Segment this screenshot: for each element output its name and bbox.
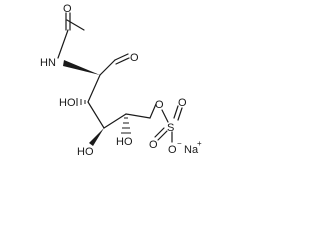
wedge-c2-n (63, 60, 100, 75)
label-acetyl-nh: HN (40, 57, 56, 69)
label-c4-oh: HO (77, 146, 94, 158)
label-counter-ion-charge: + (197, 139, 202, 148)
label-aldehyde-o: O (130, 52, 139, 64)
bond-c6-o-ester (149, 103, 157, 119)
hash-c5-oh (121, 117, 131, 134)
label-sulfonyl-o-bottom: O (149, 139, 158, 151)
bond-c2-c3 (87, 74, 101, 103)
bond-o-s (161, 109, 169, 123)
bond-c5-c6 (125, 113, 151, 119)
wedge-c4-oh (89, 128, 104, 146)
bond-s-o-top-1 (173, 105, 179, 119)
label-sulfonate-o: O (168, 144, 177, 156)
label-acetyl-o: O (63, 3, 72, 15)
label-sulfonate-charge: − (177, 139, 182, 148)
label-c5-oh: HO (116, 136, 133, 148)
label-sulfur: S (167, 122, 174, 134)
label-c3-oh: HO (59, 97, 76, 109)
bond-s-o-left-2 (157, 130, 168, 141)
bond-s-o-top-2 (177, 107, 183, 121)
bond-s-o-left-1 (154, 127, 165, 138)
bond-c3-c4 (87, 101, 105, 129)
bond-c1-o-1 (114, 53, 129, 61)
bond-c4-c5 (103, 113, 127, 129)
label-ester-o: O (155, 99, 164, 111)
label-sulfonyl-o-top: O (178, 97, 187, 109)
bond-c1-o-2 (115, 57, 130, 65)
bond-carbonyl-n (57, 29, 69, 59)
bond-c2-c1 (99, 59, 116, 76)
hash-c3-oh (76, 98, 86, 106)
label-counter-ion: Na (184, 144, 199, 156)
structural-formula: HN O O HO HO HO O S O O O − Na + (40, 3, 202, 158)
